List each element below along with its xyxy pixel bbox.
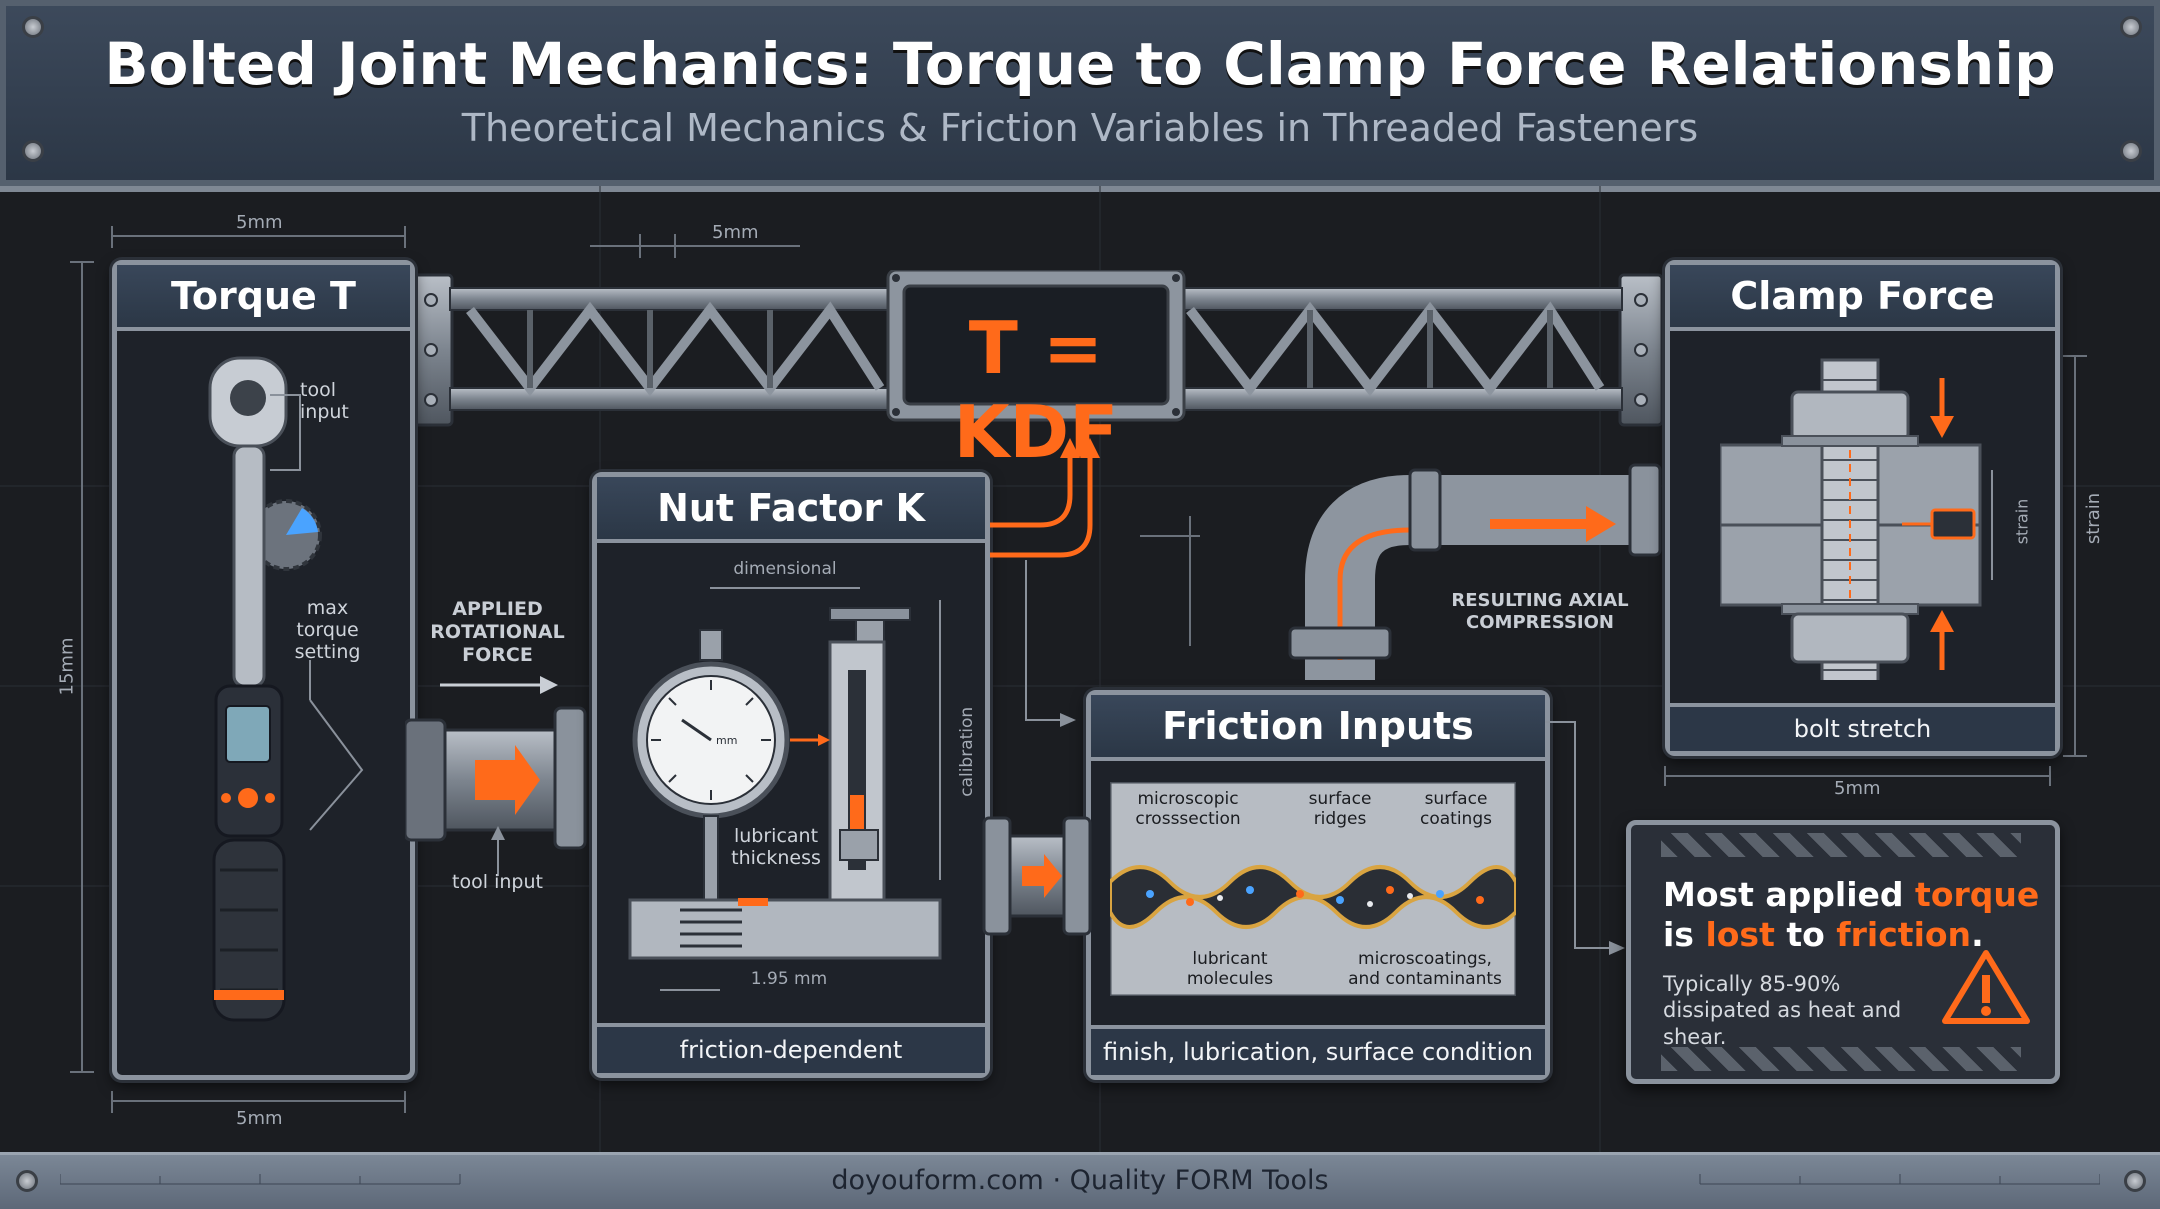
connector-arrow [1025,560,1076,727]
dimension-value: 1.95 mm [750,969,828,989]
footer-credit: doyouform.com · Quality FORM Tools [831,1165,1329,1196]
dim-label: 5mm [1834,778,1881,799]
nut-factor-panel: Nut Factor K friction-dependent [592,472,990,1078]
applied-force-label: APPLIED ROTATIONAL FORCE [430,598,565,666]
warning-text: to [1774,915,1837,955]
bolt-cross-section [1720,358,1993,680]
tool-input-bracket [270,394,301,471]
tool-input-label-2: tool input [452,871,543,893]
strain-label-outer: strain [2083,492,2105,545]
warning-highlight: lost [1705,915,1775,955]
clamp-force-footer: bolt stretch [1670,703,2055,751]
surface-ridges-label: surface ridges [1308,789,1372,829]
hazard-stripe [1661,1047,2021,1071]
friction-coupling [982,816,1092,936]
screw-icon [22,140,44,162]
max-torque-label: max torque setting [294,597,361,663]
screw-icon [2124,1170,2146,1192]
tool-input-arrow [491,826,505,876]
max-torque-leader [309,660,364,831]
screw-icon [22,16,44,38]
header-banner [0,0,2160,192]
orange-flow-arrows [990,438,1100,558]
microscopic-label: microscopic crosssection [1135,789,1241,829]
friction-panel-title: Friction Inputs [1091,695,1545,761]
nut-factor-title: Nut Factor K [597,477,985,543]
tool-input-label: tool input [300,379,349,423]
warning-text: . [1971,915,1984,955]
applied-force-arrow [440,676,558,694]
dim-label: 15mm [56,637,78,696]
clamp-force-title: Clamp Force [1670,265,2055,331]
friction-to-warning-arrow [1545,721,1625,955]
dim-label: 5mm [236,1108,283,1129]
warning-triangle-icon [1942,950,2030,1024]
page-subtitle: Theoretical Mechanics & Friction Variabl… [461,106,1699,150]
dial-gauge-assembly [628,587,942,991]
contaminants-label: microscoatings, and contaminants [1348,949,1502,989]
truss-beam [410,270,1664,427]
compression-pipe [1288,463,1662,680]
drive-coupling [405,706,587,850]
torque-panel-title: Torque T [117,265,410,331]
friction-microscope-view [1110,782,1516,996]
gauge-unit: mm [716,734,738,747]
warning-text: Most applied [1663,875,1916,914]
warning-highlight: torque [1915,875,2040,914]
screw-icon [16,1170,38,1192]
screw-icon [2120,140,2142,162]
nut-factor-footer: friction-dependent [597,1023,985,1073]
torque-wrench-icon [208,356,322,1022]
strain-label-inner: strain [2012,498,2032,545]
warning-headline: Most applied torque is lost to friction. [1663,875,2039,956]
warning-highlight: friction [1836,915,1972,955]
friction-panel-footer: finish, lubrication, surface condition [1091,1025,1545,1075]
warning-callout: Most applied torque is lost to friction.… [1626,820,2060,1084]
axial-compression-label: RESULTING AXIAL COMPRESSION [1451,590,1629,633]
calibration-label: calibration [957,706,978,797]
lubricant-thickness-label: lubricant thickness [731,825,821,869]
surface-coatings-label: surface coatings [1420,789,1492,829]
dimensional-label: dimensional [733,559,837,579]
lubricant-molecules-label: lubricant molecules [1186,949,1274,989]
hazard-stripe [1661,833,2021,857]
dim-label: 5mm [712,222,759,243]
screw-icon [2120,16,2142,38]
warning-body: Typically 85-90% dissipated as heat and … [1663,972,1902,1049]
footer-ruler [60,1174,2100,1185]
dim-label: 5mm [236,212,283,233]
page-title: Bolted Joint Mechanics: Torque to Clamp … [104,30,2056,98]
warning-text: is [1663,915,1706,955]
